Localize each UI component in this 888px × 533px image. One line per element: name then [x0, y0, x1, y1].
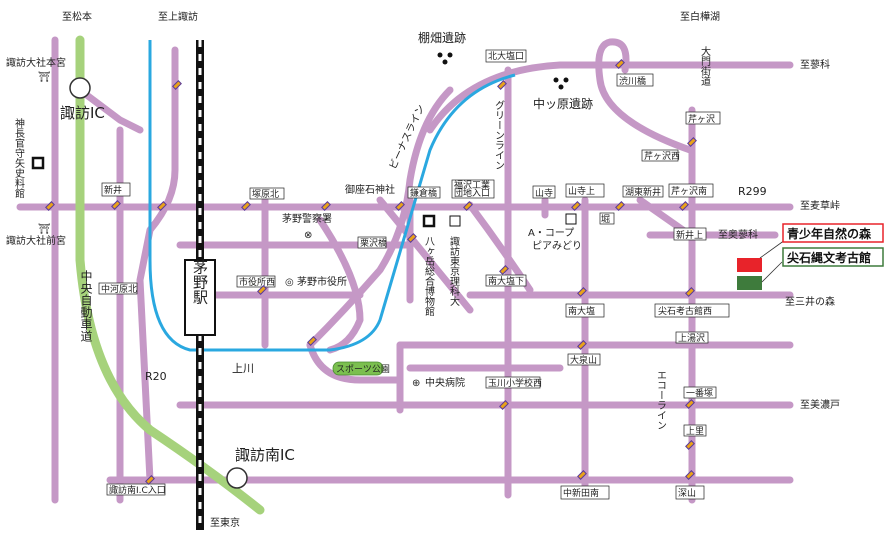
svg-text:尖石考古館西: 尖石考古館西 [658, 305, 712, 317]
station-box [184, 259, 216, 336]
landmarks: 茅野警察署 ⊗ ◎ 茅野市役所 御座石神社 八ヶ岳総合博物館 諏訪東京理科大 A… [282, 183, 582, 389]
svg-text:至麦草峠: 至麦草峠 [800, 200, 840, 212]
station-label: 茅野駅 [191, 260, 209, 305]
togariishi-marker [737, 276, 762, 290]
road-shibukawa-loop [595, 38, 694, 154]
road-sports [306, 341, 404, 384]
svg-text:深山: 深山 [678, 488, 696, 499]
road-police-loop [316, 216, 364, 354]
intersection-boxes: 北大塩口 渋川橋 芹ヶ沢 芹ヶ沢西 塚原北 新井 中河原北 市役所西 鎌倉橋 福… [98, 49, 730, 500]
svg-text:至美濃戸: 至美濃戸 [800, 398, 840, 411]
svg-text:スポーツ公園: スポーツ公園 [336, 364, 390, 375]
suwa-ic-label: 諏訪IC [60, 104, 105, 122]
svg-text:新井: 新井 [104, 184, 122, 196]
svg-text:中央病院: 中央病院 [425, 376, 465, 389]
police-icon: ⊗ [304, 230, 312, 241]
hospital-icon: ⊕ [412, 378, 420, 389]
city-hall-icon: ◎ [285, 277, 294, 288]
svg-text:御座石神社: 御座石神社 [345, 183, 395, 196]
svg-text:茅野警察署: 茅野警察署 [282, 212, 332, 225]
youth-forest-marker [737, 258, 762, 272]
svg-text:福沢工業: 福沢工業 [454, 179, 490, 191]
svg-text:大泉山: 大泉山 [570, 354, 597, 366]
svg-text:新井上: 新井上 [676, 229, 703, 241]
svg-text:芹ヶ沢西: 芹ヶ沢西 [644, 150, 680, 162]
r299-label: R299 [738, 185, 767, 198]
svg-text:山寺上: 山寺上 [568, 186, 595, 197]
svg-text:栗沢橋: 栗沢橋 [360, 237, 387, 249]
svg-text:中ッ原遺跡: 中ッ原遺跡 [533, 96, 593, 111]
svg-text:南大塩: 南大塩 [568, 305, 595, 317]
svg-text:諏訪南I.C入口: 諏訪南I.C入口 [109, 484, 166, 496]
univ-icon [449, 215, 461, 227]
chuo-expressway [75, 35, 265, 515]
svg-text:至松本: 至松本 [62, 10, 92, 23]
svg-text:至白樺湖: 至白樺湖 [680, 10, 720, 23]
direction-labels: 至松本 至上諏訪 至白樺湖 至蓼科 至麦草峠 至奥蓼科 至三井の森 至美濃戸 至… [62, 10, 840, 529]
svg-text:芹ヶ沢南: 芹ヶ沢南 [671, 185, 707, 197]
eco-line-label: エコーライン [655, 370, 667, 430]
destination-legend: 青少年自然の森 尖石縄文考古館 [737, 223, 884, 290]
svg-text:団地入口: 団地入口 [454, 187, 490, 199]
green-line-label: グリーンライン [493, 100, 505, 170]
svg-text:至東京: 至東京 [210, 516, 240, 529]
svg-text:玉川小学校西: 玉川小学校西 [488, 377, 542, 389]
svg-text:塚原北: 塚原北 [252, 189, 279, 200]
shrines: 諏訪大社本宮 ⛩ 諏訪大社前宮 ⛩ [6, 56, 66, 247]
svg-text:上湯沢: 上湯沢 [678, 332, 705, 344]
svg-text:中河原北: 中河原北 [101, 283, 137, 295]
svg-text:至三井の森: 至三井の森 [785, 295, 835, 308]
svg-text:渋川橋: 渋川橋 [619, 75, 646, 87]
r20-label: R20 [145, 370, 167, 383]
svg-text:湖東新井: 湖東新井 [625, 186, 661, 198]
river-kamigawa [148, 40, 516, 352]
road-network [16, 36, 794, 504]
svg-text:至上諏訪: 至上諏訪 [158, 10, 198, 23]
museum-icon [31, 156, 45, 170]
svg-text:至奥蓼科: 至奥蓼科 [718, 228, 758, 241]
museum-icon [422, 214, 436, 228]
svg-text:堀: 堀 [601, 214, 610, 225]
svg-text:市役所西: 市役所西 [239, 276, 275, 288]
road-ic-left [76, 86, 144, 134]
expressway-label: 中央自動車道 [79, 269, 93, 342]
svg-text:諏訪大社本宮: 諏訪大社本宮 [6, 56, 66, 69]
svg-text:南大塩下: 南大塩下 [488, 275, 524, 287]
svg-text:上里: 上里 [686, 426, 704, 437]
svg-text:至蓼科: 至蓼科 [800, 58, 830, 71]
road-diagonal-center [376, 196, 474, 314]
svg-text:北大塩口: 北大塩口 [488, 50, 524, 62]
suwa-ic-icon [69, 77, 91, 99]
shrine-icon: ⛩ [38, 71, 51, 83]
shrine-icon: ⛩ [38, 223, 51, 235]
svg-text:鎌倉橋: 鎌倉橋 [410, 187, 437, 199]
suwa-minami-ic-label: 諏訪南IC [235, 446, 295, 464]
sports-park-box [332, 361, 384, 376]
svg-text:中新田南: 中新田南 [563, 487, 599, 499]
coop-icon [565, 213, 577, 225]
ruins: 棚畑遺跡 中ッ原遺跡 [418, 30, 593, 111]
suwa-minami-ic-icon [226, 467, 248, 489]
tateshina-vertical-label: 大門街道 [699, 45, 711, 86]
svg-text:一番塚: 一番塚 [686, 387, 713, 399]
svg-text:八ヶ岳総合博物館: 八ヶ岳総合博物館 [423, 236, 435, 317]
svg-text:諏訪大社前宮: 諏訪大社前宮 [6, 234, 66, 247]
svg-text:ピアみどり: ピアみどり [532, 240, 582, 252]
svg-text:尖石縄文考古館: 尖石縄文考古館 [787, 250, 871, 265]
svg-text:芹ヶ沢: 芹ヶ沢 [688, 113, 715, 125]
road-r20-left [136, 46, 179, 484]
svg-text:諏訪東京理科大: 諏訪東京理科大 [448, 235, 460, 307]
svg-text:A・コープ: A・コープ [528, 227, 574, 239]
svg-text:青少年自然の森: 青少年自然の森 [787, 226, 872, 241]
svg-text:棚畑遺跡: 棚畑遺跡 [418, 30, 466, 45]
road-top [426, 61, 794, 134]
jinchokan-label: 神長官守矢史料館 [13, 117, 25, 199]
traffic-signals [45, 59, 697, 485]
kawa-label: 上川 [232, 362, 254, 375]
svg-text:茅野市役所: 茅野市役所 [297, 275, 347, 288]
svg-text:山寺: 山寺 [535, 188, 553, 199]
